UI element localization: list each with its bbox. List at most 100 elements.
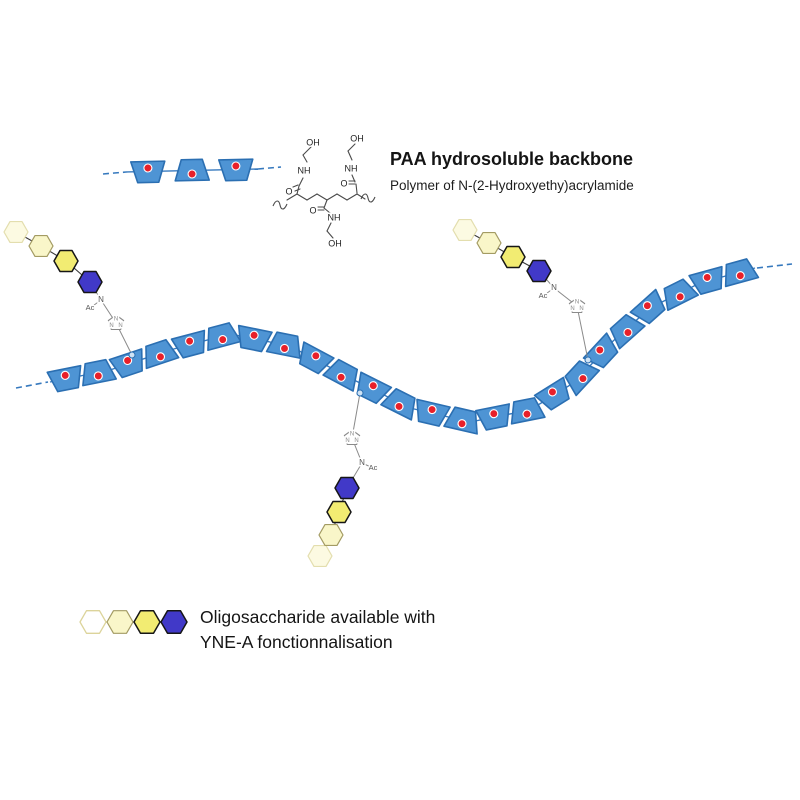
atom-label: O [309, 205, 316, 215]
atom-label: OH [306, 137, 320, 147]
backbone-sugar-unit [298, 341, 335, 375]
bond-line [306, 193, 318, 201]
bond-line [347, 143, 356, 152]
bond-line [302, 154, 308, 163]
oligo-legend-hexagons [79, 609, 188, 635]
atom-label: OH [350, 133, 364, 143]
triazole-ring-icon [568, 297, 586, 314]
ac-stub [542, 287, 555, 297]
red-dot [279, 343, 290, 353]
hexagon-yellow [326, 500, 352, 524]
red-dot [623, 327, 633, 338]
red-dot [394, 401, 404, 411]
backbone-sugar-unit [533, 376, 570, 411]
backbone-legend-chain [102, 158, 282, 184]
backbone-sugar-unit [322, 358, 359, 392]
chain-dash [15, 381, 49, 389]
hexagon-connector [464, 229, 540, 272]
backbone-sugar-unit [564, 360, 601, 397]
backbone-sugar-unit [46, 364, 82, 393]
linker-path [538, 270, 589, 361]
squiggle-end [272, 200, 288, 210]
squiggle-end [360, 193, 376, 203]
n-label: N [98, 295, 104, 304]
backbone-sugar-unit [237, 324, 273, 353]
attachment-dot [356, 389, 364, 397]
polymer-main-chain [15, 258, 793, 435]
backbone-sugar-unit [582, 332, 619, 369]
backbone-sugar-unit [82, 358, 118, 387]
triazole-n-label: N [118, 323, 122, 329]
backbone-sugar-unit [475, 403, 511, 431]
hexagon-blue [160, 609, 188, 635]
bond-line [347, 150, 353, 161]
red-dot [368, 381, 378, 391]
hexagon-pale [106, 610, 134, 634]
backbone-sugar-unit [663, 278, 700, 312]
triazole-ring-icon [107, 314, 125, 331]
backbone-sugar-unit [609, 313, 646, 350]
oligo-legend-line1: Oligosaccharide available with [200, 607, 435, 627]
triazole-n-label: N [354, 438, 358, 444]
bond-line [326, 230, 334, 239]
red-dot [702, 272, 712, 282]
bond-line [323, 199, 328, 209]
hexagon-yellow [53, 249, 79, 273]
ac-stub [361, 462, 374, 469]
red-dot [93, 371, 103, 381]
bond-line [323, 207, 331, 214]
hexagon-faded [307, 544, 333, 568]
red-dot [547, 387, 558, 397]
hexagon-pale [476, 231, 502, 255]
red-dot [457, 419, 467, 429]
attachment-dot [128, 351, 136, 359]
backbone-sugar-unit [174, 158, 211, 182]
red-dot [595, 345, 605, 355]
backbone-sugar-unit [145, 338, 180, 370]
backbone-sugar-unit [443, 406, 478, 435]
red-dot [489, 409, 499, 419]
red-dot [218, 335, 228, 345]
bond-line [316, 193, 328, 201]
red-dot [60, 370, 70, 380]
atom-label: NH [328, 212, 341, 222]
red-dot [249, 330, 259, 340]
hexagon-outline [79, 610, 107, 634]
backbone-sugar-unit [170, 329, 206, 359]
backbone-sugar-unit [217, 158, 254, 182]
triazole-n-label: N [345, 438, 349, 444]
red-dot [187, 169, 197, 179]
red-dot [231, 161, 241, 171]
red-dot [123, 355, 133, 366]
bond-line [355, 183, 358, 194]
hexagon-yellow [500, 245, 526, 269]
red-dot [311, 351, 321, 361]
bond-line [302, 146, 312, 156]
backbone-sugar-unit [688, 265, 723, 295]
backbone-sugar-unit [724, 258, 760, 288]
atom-label: NH [345, 163, 358, 173]
hexagon-faded [452, 218, 478, 242]
triazole-n-label: N [579, 306, 583, 312]
hexagon-pale [318, 523, 344, 547]
chain-dash [102, 171, 127, 175]
red-dot [522, 409, 532, 419]
red-dot [143, 163, 153, 173]
bond-line [326, 222, 332, 232]
hexagon-blue [77, 270, 103, 294]
atom-label: OH [328, 238, 342, 248]
backbone-sugar-unit [629, 288, 666, 325]
bond-line [286, 193, 298, 201]
bond-line [326, 193, 338, 201]
bond-line [298, 177, 304, 187]
red-dot [336, 372, 346, 382]
backbone-sugar-unit [416, 398, 451, 427]
hexagon-blue [334, 476, 360, 500]
backbone-subtitle: Polymer of N-(2-Hydroxyethy)acrylamide [390, 178, 634, 193]
bond-line [296, 185, 300, 195]
